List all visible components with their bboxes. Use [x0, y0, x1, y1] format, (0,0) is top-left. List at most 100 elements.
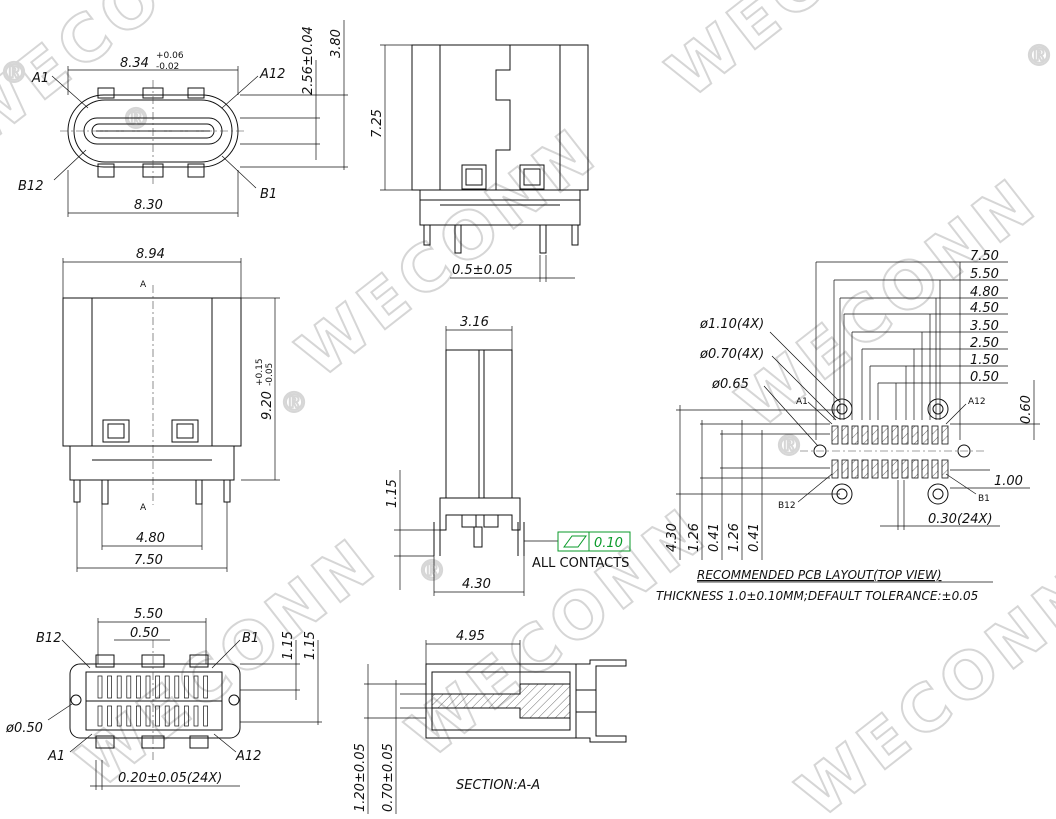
pcb-hole-small	[957, 444, 971, 458]
pcb-pad	[841, 459, 849, 479]
bottom-dim-height-a: 1.15	[281, 631, 296, 660]
pcb-dim-top-6: 1.50	[970, 353, 999, 368]
pcb-layout: 7.50 5.50 4.80 4.50 3.50 2.50 1.50 0.50	[656, 249, 1040, 603]
section-mark-bottom: A	[140, 503, 147, 513]
section-dim-height-a: 1.20±0.05	[353, 743, 368, 812]
section-mark-top: A	[140, 280, 147, 290]
top-dim-width: 8.94	[136, 247, 165, 262]
pcb-pads	[831, 425, 949, 479]
top-dim-pitch-outer: 7.50	[134, 553, 163, 568]
pcb-pin-a1: A1	[796, 397, 808, 407]
contact-pin	[164, 705, 170, 727]
end-dim-pin-span: 4.30	[462, 577, 491, 592]
pcb-pad	[851, 425, 859, 445]
contact-pin	[107, 705, 112, 727]
pcb-pin-b12: B12	[778, 501, 796, 511]
pcb-dim-pad-length: 1.00	[994, 474, 1023, 489]
bottom-dim-pitch: 0.50	[130, 626, 159, 641]
pcb-hole-large	[927, 483, 949, 505]
pin-b12-label: B12	[18, 179, 43, 194]
pcb-hole-small-label: ø0.65	[711, 377, 749, 392]
watermark-text: WECONN	[284, 113, 612, 392]
pcb-pad	[931, 459, 939, 479]
pcb-pin-a12: A12	[968, 397, 986, 407]
pcb-hole-large	[831, 398, 853, 420]
pcb-dim-top-1: 5.50	[970, 267, 999, 282]
pcb-hole-small	[813, 444, 827, 458]
pcb-title: RECOMMENDED PCB LAYOUT(TOP VIEW)	[697, 568, 942, 582]
pcb-pad	[881, 459, 889, 479]
contact-pin	[203, 675, 208, 699]
pcb-pad	[921, 459, 929, 479]
dim-width-top-tol-plus: +0.06	[156, 51, 184, 61]
top-dim-length: 9.20	[260, 391, 275, 420]
registered-mark: ®	[0, 56, 34, 89]
contact-pin	[107, 675, 112, 699]
registered-mark: ®	[1025, 39, 1056, 72]
top-view: A A 8.94 9.20 +0.15 -0.05 4.80 7.50	[62, 247, 280, 572]
section-caption: SECTION:A-A	[456, 778, 540, 793]
flatness-icon	[563, 535, 587, 548]
pcb-pad	[851, 459, 859, 479]
contact-pin	[116, 705, 122, 727]
side-dim-pin-width: 0.5±0.05	[452, 263, 513, 278]
side-view: 7.25 0.5±0.05	[370, 44, 589, 282]
flatness-frame	[557, 531, 631, 552]
pcb-pad	[831, 425, 839, 445]
pin-a1-label: A1	[31, 71, 49, 86]
contact-pin	[174, 705, 180, 727]
bottom-pin-b12: B12	[36, 631, 61, 646]
pcb-pad	[841, 425, 849, 445]
registered-mark: ®	[280, 386, 314, 419]
bottom-dim-height-b: 1.15	[303, 631, 318, 660]
flatness-value: 0.10	[594, 536, 623, 551]
bottom-view: 5.50 0.50 1.15 1.15 ø0.50 0.20±0.05(24X)…	[5, 607, 322, 790]
pcb-note: THICKNESS 1.0±0.10MM;DEFAULT TOLERANCE:±…	[656, 589, 978, 603]
top-dim-length-tol-plus: +0.15	[255, 358, 265, 386]
dim-width-top-tol-minus: -0.02	[156, 62, 179, 72]
pcb-dim-top-3: 4.50	[970, 301, 999, 316]
pcb-dim-left-1: 1.26	[687, 523, 702, 552]
pcb-pad	[831, 459, 839, 479]
top-dim-length-tol-minus: -0.05	[265, 363, 275, 386]
pin-a12-label: A12	[259, 67, 285, 82]
bottom-dim-span: 5.50	[134, 607, 163, 622]
section-view: 4.95 1.20±0.05 0.70±0.05 SECTION:A-A	[353, 629, 627, 814]
side-dim-height: 7.25	[370, 109, 385, 138]
bottom-pin-a12: A12	[235, 749, 261, 764]
contact-pin	[136, 705, 141, 727]
contact-pin	[126, 705, 132, 727]
pcb-dim-top-2: 4.80	[970, 285, 999, 300]
pcb-dim-left-4: 0.41	[747, 523, 762, 552]
bottom-contacts	[97, 675, 208, 727]
pcb-pad	[911, 459, 919, 479]
pcb-pad	[941, 425, 949, 445]
pcb-pad	[861, 425, 869, 445]
watermark-text: WECONN	[654, 0, 982, 113]
pcb-dim-left-0: 4.30	[665, 523, 680, 552]
contact-pin	[145, 675, 151, 699]
dim-width-bottom: 8.30	[134, 198, 163, 213]
contact-pin	[164, 675, 170, 699]
registered-mark: ®	[418, 554, 452, 587]
pcb-pin-b1: B1	[978, 494, 990, 504]
end-dim-height: 1.15	[385, 479, 400, 508]
contact-pin	[193, 705, 199, 727]
contact-pin	[126, 675, 132, 699]
bottom-dim-hole: ø0.50	[5, 721, 43, 736]
dim-height-inner: 2.56±0.04	[301, 26, 316, 95]
pcb-pad	[881, 425, 889, 445]
top-dim-pitch-inner: 4.80	[136, 531, 165, 546]
pcb-pad	[871, 425, 879, 445]
pcb-dim-top-0: 7.50	[970, 249, 999, 264]
contact-pin	[193, 675, 199, 699]
contact-pin	[145, 705, 151, 727]
contact-pin	[184, 675, 189, 699]
contact-pin	[97, 705, 103, 727]
contact-pin	[203, 705, 208, 727]
pin-b1-label: B1	[260, 187, 277, 202]
pcb-pad	[921, 425, 929, 445]
pcb-dim-left-3: 1.26	[727, 523, 742, 552]
pcb-pad	[891, 425, 899, 445]
